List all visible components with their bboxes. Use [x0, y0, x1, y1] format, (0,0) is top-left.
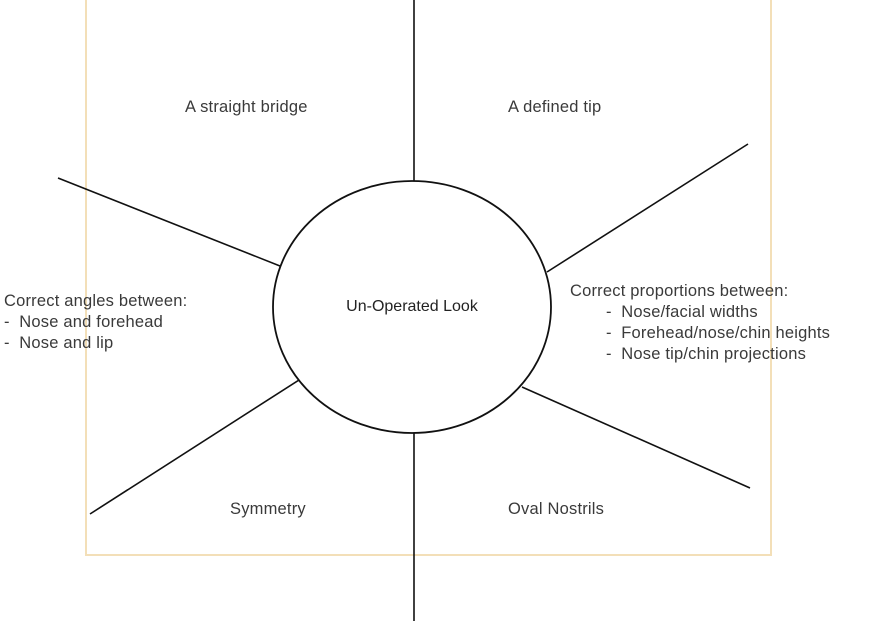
- angles-block: Correct angles between: Nose and forehea…: [4, 291, 187, 354]
- feature-symmetry: Symmetry: [230, 500, 306, 518]
- angles-item: Nose and lip: [4, 333, 187, 354]
- spoke-lower-right: [521, 386, 751, 489]
- center-circle: [272, 180, 552, 434]
- spoke-upper-left: [57, 177, 281, 267]
- spoke-lower-left: [89, 379, 300, 515]
- feature-defined-tip: A defined tip: [508, 98, 602, 116]
- proportions-item: Nose tip/chin projections: [606, 344, 830, 365]
- angles-list: Nose and forehead Nose and lip: [4, 312, 187, 354]
- proportions-item: Nose/facial widths: [606, 302, 830, 323]
- proportions-list: Nose/facial widths Forehead/nose/chin he…: [570, 302, 830, 365]
- feature-oval-nostrils: Oval Nostrils: [508, 500, 605, 518]
- spoke-upper-right: [546, 143, 749, 273]
- feature-straight-bridge: A straight bridge: [185, 98, 308, 116]
- angles-heading: Correct angles between:: [4, 292, 188, 310]
- angles-item: Nose and forehead: [4, 312, 187, 333]
- diagram-frame: [85, 0, 772, 556]
- proportions-block: Correct proportions between: Nose/facial…: [570, 281, 830, 365]
- center-label: Un-Operated Look: [346, 298, 478, 315]
- proportions-item: Forehead/nose/chin heights: [606, 323, 830, 344]
- proportions-heading: Correct proportions between:: [570, 282, 789, 300]
